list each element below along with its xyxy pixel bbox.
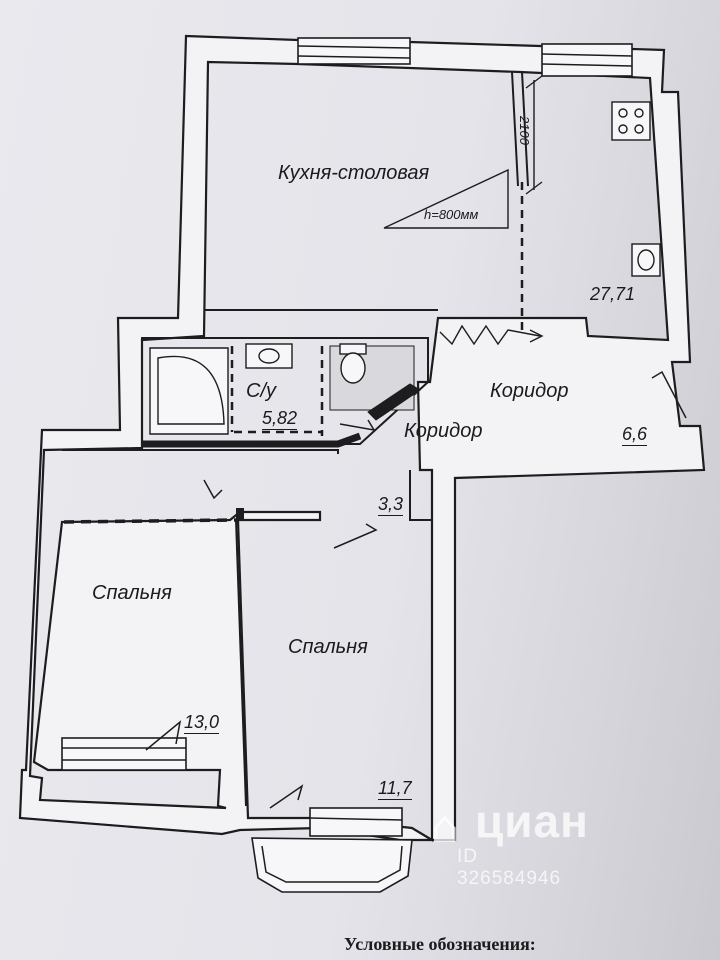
door-bedroom-right: [333, 523, 378, 549]
kitchen-name: Кухня-столовая: [278, 162, 430, 184]
height-note: h=800мм: [424, 207, 479, 222]
kitchen-fixtures: [611, 101, 661, 277]
dimension-label: 2100: [517, 116, 532, 145]
corridor-main-name: Коридор: [490, 380, 569, 402]
dashed-partition-bedroom: [63, 518, 237, 524]
window-top-right: [541, 43, 633, 77]
zigzag-arrow: [439, 324, 541, 346]
partitions: [63, 71, 529, 524]
height-marker: [383, 168, 509, 229]
window-top-left: [297, 37, 411, 65]
door-balcony-left: [145, 720, 182, 751]
bathroom-fixtures: [149, 343, 421, 435]
watermark-id: ID 326584946: [457, 846, 562, 889]
corridor-main-area: 6,6: [622, 424, 648, 446]
bay-window: [251, 837, 413, 893]
bathroom-area: 5,82: [262, 408, 298, 430]
annotations: [383, 75, 544, 346]
window-bedroom-left: [61, 737, 187, 771]
corridor-small-area: 3,3: [378, 494, 404, 516]
kitchen-area: 27,71: [590, 284, 636, 304]
bedroom-right-area: 11,7: [378, 778, 412, 800]
watermark-brand: циан: [475, 795, 589, 847]
bedroom-left-name: Спальня: [92, 582, 172, 604]
bathroom-name: С/у: [246, 380, 276, 402]
doors: [145, 370, 687, 809]
window-bedroom-right: [309, 807, 403, 837]
legend-title: Условные обозначения:: [344, 934, 536, 954]
bedroom-left-area: 13,0: [184, 712, 220, 734]
door-bedroom-left: [203, 479, 223, 500]
walls: [18, 34, 706, 842]
corridor-small-name: Коридор: [404, 420, 483, 442]
stove-icon: [611, 101, 651, 141]
door-corridor-entry: [651, 370, 687, 419]
bedroom-right-name: Спальня: [288, 636, 368, 658]
door-balcony-right: [269, 784, 304, 809]
toilet-icon: [340, 352, 366, 384]
windows: [19, 37, 633, 893]
cian-logo-icon: ⌂: [431, 802, 459, 853]
